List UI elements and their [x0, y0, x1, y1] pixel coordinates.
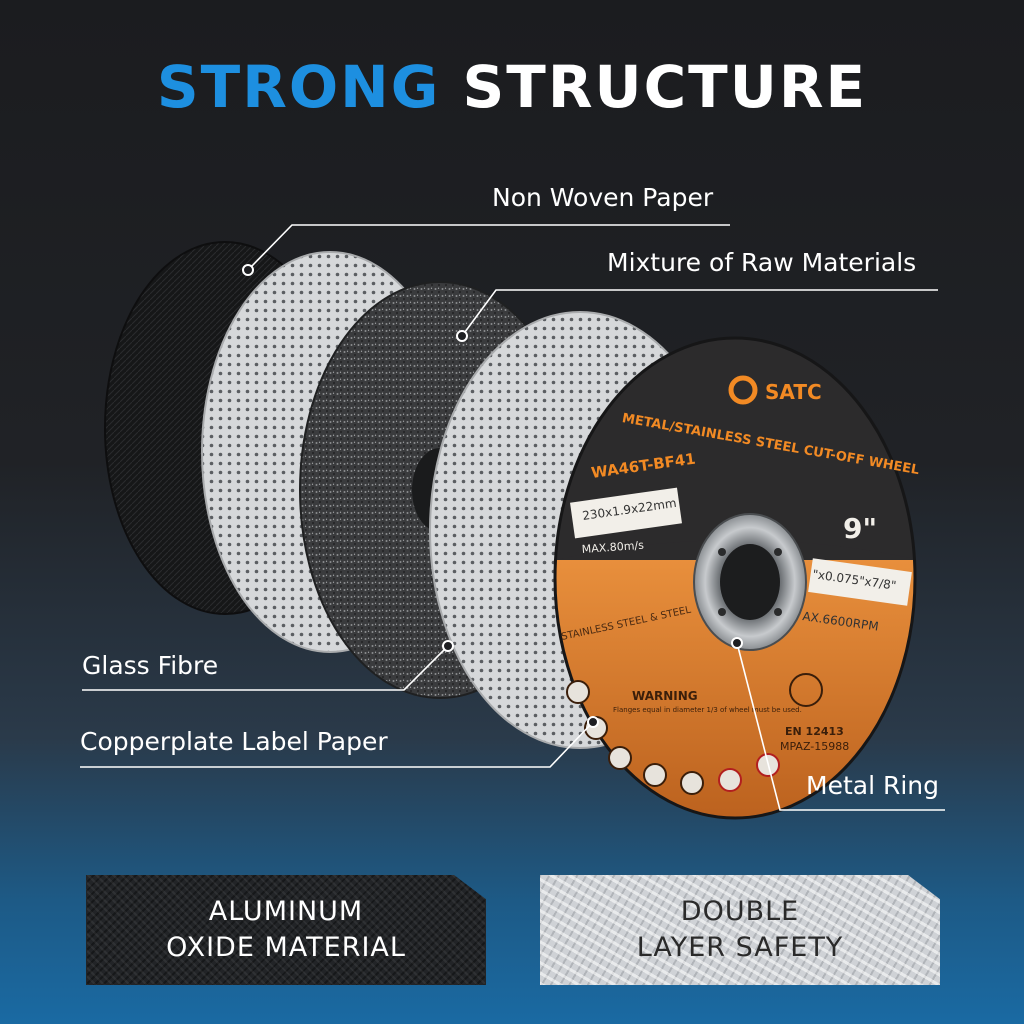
wheel-warning-title: WARNING	[632, 689, 698, 703]
marker-glass-fibre	[442, 640, 454, 652]
brand-logo-icon	[728, 375, 758, 405]
callout-non-woven-paper: Non Woven Paper	[492, 183, 714, 212]
leader-non-woven-paper	[247, 224, 730, 271]
leader-glass-fibre	[82, 645, 449, 691]
panel-aluminum-oxide: ALUMINUM OXIDE MATERIAL	[86, 875, 486, 985]
page-title: STRONG STRUCTURE	[0, 52, 1024, 122]
wheel-warning-text: Flanges equal in diameter 1/3 of wheel m…	[613, 706, 802, 714]
callout-metal-ring: Metal Ring	[806, 771, 939, 800]
callout-lines	[80, 224, 945, 811]
panel-double-layer-safety: DOUBLE LAYER SAFETY	[540, 875, 940, 985]
no-wet-grinding-icon	[718, 768, 742, 792]
certification-seal-icon	[789, 673, 823, 707]
callout-copperplate-label-paper: Copperplate Label Paper	[80, 727, 388, 756]
panel-right-line1: DOUBLE	[680, 896, 800, 927]
leader-metal-ring	[736, 642, 945, 811]
wheel-max-speed: MAX.80m/s	[581, 539, 644, 556]
marker-copperplate	[587, 716, 599, 728]
callout-mixture-raw-materials: Mixture of Raw Materials	[607, 248, 917, 277]
safety-mask-icon	[608, 746, 632, 770]
wheel-approval: MPAZ-15988	[780, 740, 849, 753]
title-rest: STRUCTURE	[462, 53, 868, 121]
title-accent: STRONG	[156, 53, 441, 121]
leader-raw-materials	[461, 289, 938, 337]
marker-raw-materials	[456, 330, 468, 342]
wheel-diameter: 9"	[843, 512, 877, 545]
safety-manual-icon	[680, 771, 704, 795]
panel-left-line1: ALUMINUM	[208, 896, 364, 927]
marker-metal-ring	[731, 637, 743, 649]
panel-left-line2: OXIDE MATERIAL	[166, 932, 406, 963]
callout-glass-fibre: Glass Fibre	[82, 651, 219, 680]
leader-copperplate	[80, 721, 594, 768]
wheel-brand: SATC	[765, 380, 822, 404]
marker-non-woven-paper	[242, 264, 254, 276]
safety-ear-icon	[643, 763, 667, 787]
wheel-standard: EN 12413	[785, 725, 844, 738]
panel-right-line2: LAYER SAFETY	[636, 932, 844, 963]
metal-ring	[693, 513, 807, 651]
safety-goggles-icon	[566, 680, 590, 704]
